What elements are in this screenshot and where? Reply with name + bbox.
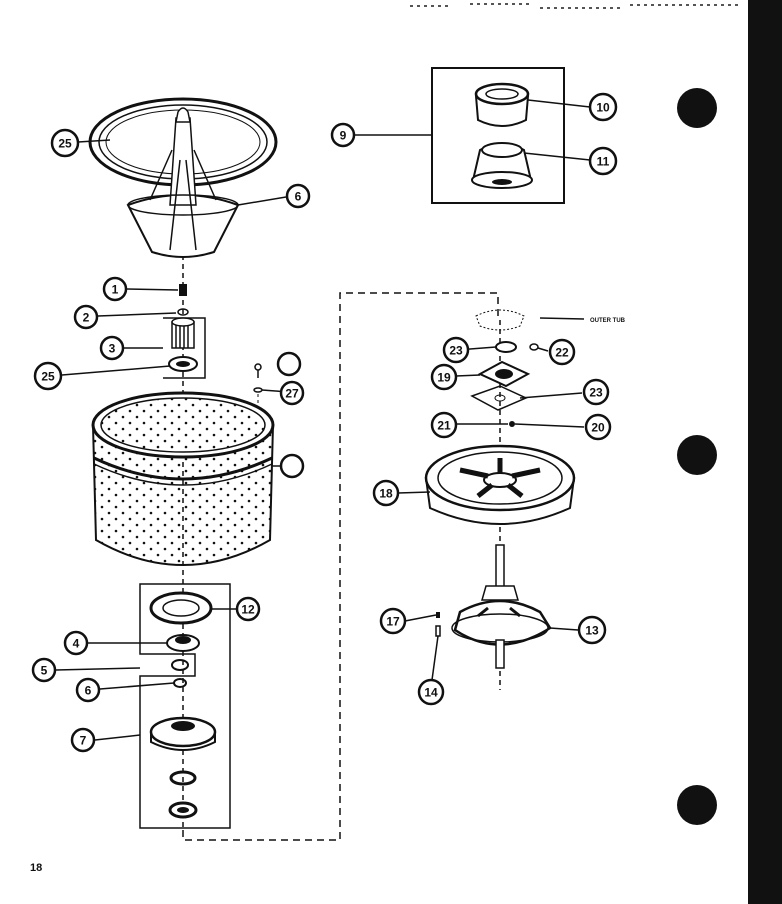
svg-text:22: 22 bbox=[555, 346, 569, 360]
part-14-screw bbox=[435, 625, 441, 637]
svg-text:19: 19 bbox=[437, 371, 451, 385]
svg-text:5: 5 bbox=[41, 664, 48, 678]
part-2-washer bbox=[177, 308, 189, 316]
part-27-screw bbox=[254, 363, 262, 378]
outer-tub-label: OUTER TUB bbox=[590, 318, 626, 324]
binding-edge bbox=[748, 0, 782, 904]
callout-13: 13 bbox=[577, 615, 607, 645]
callout-21: 23 bbox=[442, 336, 470, 364]
svg-text:23: 23 bbox=[589, 386, 603, 400]
svg-text:11: 11 bbox=[597, 155, 610, 169]
callout-18: 20 bbox=[584, 413, 612, 441]
svg-text:18: 18 bbox=[379, 487, 393, 501]
svg-text:10: 10 bbox=[596, 101, 610, 115]
part-15-pin bbox=[436, 612, 440, 618]
callout-2: 2 bbox=[73, 304, 99, 330]
callout-5: 5 bbox=[31, 657, 57, 683]
svg-text:23: 23 bbox=[449, 344, 463, 358]
callout-27 bbox=[276, 351, 302, 377]
part-13-gearcase bbox=[451, 544, 552, 669]
callout-6: 6 bbox=[75, 677, 101, 703]
part-3-drive-block bbox=[171, 317, 195, 349]
callout-14: 14 bbox=[417, 678, 445, 706]
leader-lines bbox=[55, 99, 591, 741]
part-8-agitator bbox=[126, 107, 240, 258]
callout-11: 11 bbox=[588, 146, 618, 176]
part-1-bolt bbox=[179, 284, 187, 296]
bracket-parts-12-4 bbox=[139, 583, 231, 829]
svg-text:1: 1 bbox=[112, 283, 119, 297]
part-25-spin-basket bbox=[91, 391, 275, 566]
callout-7: 7 bbox=[70, 727, 96, 753]
svg-text:6: 6 bbox=[85, 684, 92, 698]
callout-25a: 27 bbox=[279, 380, 305, 406]
callout-8: 6 bbox=[285, 183, 311, 209]
part-18-nut bbox=[509, 421, 515, 427]
part-17-seal-housing bbox=[477, 360, 531, 388]
svg-text:4: 4 bbox=[73, 637, 80, 651]
part-5-ring bbox=[171, 659, 189, 671]
svg-text:17: 17 bbox=[386, 615, 400, 629]
svg-text:27: 27 bbox=[285, 387, 299, 401]
part-4-bearing-housing bbox=[166, 634, 200, 652]
svg-text:9: 9 bbox=[340, 129, 347, 143]
svg-text:12: 12 bbox=[241, 603, 255, 617]
callout-16: 18 bbox=[372, 479, 400, 507]
svg-text:13: 13 bbox=[585, 624, 599, 638]
part-21-seal bbox=[495, 341, 517, 353]
callout-12: 12 bbox=[235, 596, 261, 622]
outer-tub-fragment bbox=[475, 309, 585, 331]
scan-noise bbox=[410, 3, 740, 9]
svg-text:20: 20 bbox=[591, 421, 605, 435]
part-11-cam bbox=[471, 142, 533, 189]
part-7-tub-bearing bbox=[149, 716, 217, 819]
callout-25b bbox=[279, 453, 305, 479]
svg-text:25: 25 bbox=[41, 370, 55, 384]
part-22-gasket bbox=[470, 385, 528, 411]
svg-text:2: 2 bbox=[83, 311, 90, 325]
part-10-cap bbox=[474, 82, 530, 127]
part-12-gasket-plate bbox=[149, 591, 213, 625]
svg-text:14: 14 bbox=[424, 686, 438, 700]
callout-23a: 25 bbox=[50, 128, 80, 158]
part-16-drive-pulley bbox=[424, 444, 576, 525]
svg-text:7: 7 bbox=[80, 734, 87, 748]
binding-hole-middle bbox=[677, 435, 717, 475]
callout-23b: 25 bbox=[33, 361, 63, 391]
svg-text:6: 6 bbox=[295, 190, 302, 204]
binding-hole-bottom bbox=[677, 785, 717, 825]
callout-19: 21 bbox=[430, 411, 458, 439]
callout-1: 1 bbox=[102, 276, 128, 302]
callout-17: 19 bbox=[430, 363, 458, 391]
svg-text:25: 25 bbox=[58, 137, 72, 151]
callout-9: 9 bbox=[330, 122, 356, 148]
callout-4: 4 bbox=[63, 630, 89, 656]
callout-22: 23 bbox=[582, 378, 610, 406]
page-number: 18 bbox=[30, 862, 43, 874]
part-28-hub-seal bbox=[168, 356, 198, 372]
svg-text:3: 3 bbox=[109, 342, 116, 356]
callout-3: 3 bbox=[99, 335, 125, 361]
callout-10: 10 bbox=[588, 92, 618, 122]
binding-hole-top bbox=[677, 88, 717, 128]
part-20-screw bbox=[529, 343, 539, 351]
svg-text:21: 21 bbox=[437, 419, 451, 433]
part-6-ring bbox=[173, 678, 187, 688]
callout-20: 22 bbox=[548, 338, 576, 366]
callout-15: 17 bbox=[379, 607, 407, 635]
